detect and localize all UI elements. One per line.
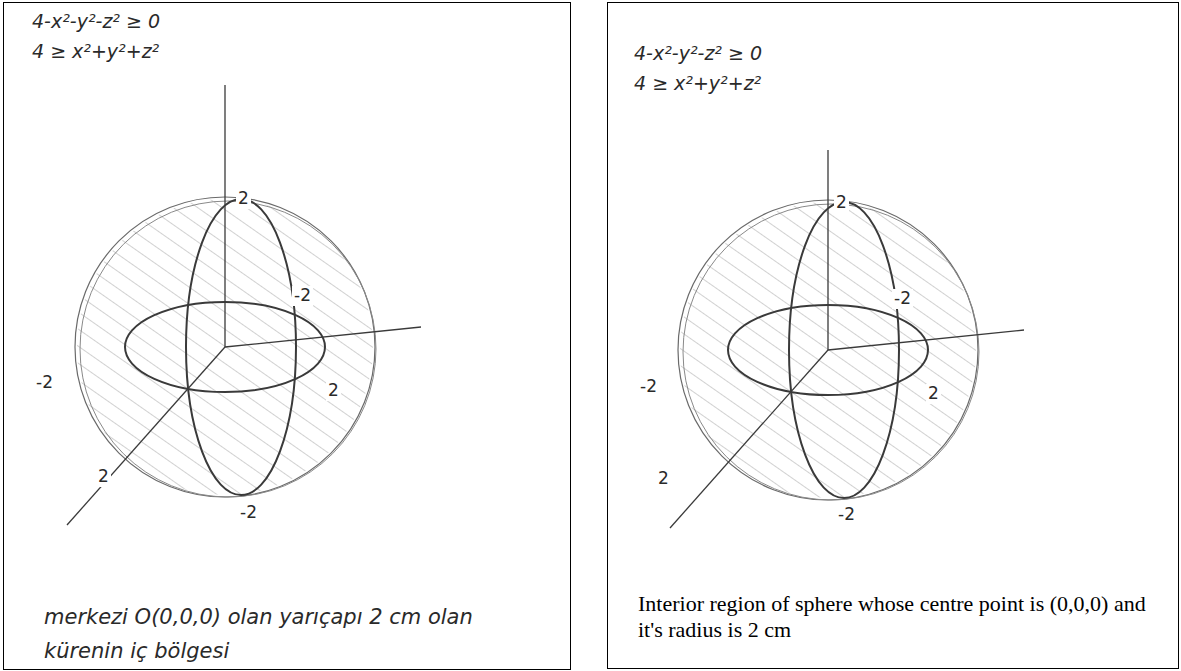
panel-box: 4-x²-y²-z² ≥ 0 4 ≥ x²+y²+z² 2 -2 -2 2 2 -2Inter… bbox=[607, 2, 1179, 669]
sphere-outline bbox=[683, 204, 979, 500]
sphere-outline bbox=[80, 201, 376, 497]
x-axis bbox=[670, 350, 828, 528]
meridian-ellipse bbox=[186, 199, 296, 495]
axis-value: 2 bbox=[926, 384, 941, 404]
inequality: 4-x²-y²-z² ≥ 0 bbox=[32, 11, 160, 33]
panel-box: 4-x²-y²-z² ≥ 0 4 ≥ x²+y²+z² 2 -2 -2 2 2 -2 merke… bbox=[3, 2, 571, 670]
inequality: 4-x²-y²-z² ≥ 0 bbox=[634, 43, 762, 65]
axis-value: -2 bbox=[292, 286, 313, 306]
axis-value: 2 bbox=[834, 193, 849, 213]
axis-value: 2 bbox=[656, 469, 671, 489]
sphere-sketch bbox=[67, 85, 421, 525]
inequality: 4 ≥ x²+y²+z² bbox=[634, 73, 761, 95]
sphere-sketch bbox=[670, 150, 1024, 528]
axis-value: 2 bbox=[326, 381, 341, 401]
y-axis bbox=[225, 327, 421, 347]
inequality: 4 ≥ x²+y²+z² bbox=[32, 41, 159, 63]
z-axis bbox=[224, 85, 225, 347]
caption-text: Interior region of sphere whose centre p… bbox=[638, 591, 1158, 644]
y-axis bbox=[828, 330, 1024, 350]
axis-value: -2 bbox=[836, 505, 857, 525]
meridian-ellipse bbox=[789, 202, 899, 498]
axis-value: -2 bbox=[638, 377, 659, 397]
z-axis bbox=[827, 150, 828, 350]
axis-value: -2 bbox=[34, 373, 55, 393]
axis-value: 2 bbox=[96, 467, 111, 487]
axis-value: 2 bbox=[236, 189, 251, 209]
axis-value: -2 bbox=[238, 503, 259, 523]
x-axis bbox=[67, 347, 225, 525]
axis-value: -2 bbox=[892, 289, 913, 309]
caption-text: merkezi O(0,0,0) olan yarıçapı 2 cm olan… bbox=[44, 601, 544, 668]
